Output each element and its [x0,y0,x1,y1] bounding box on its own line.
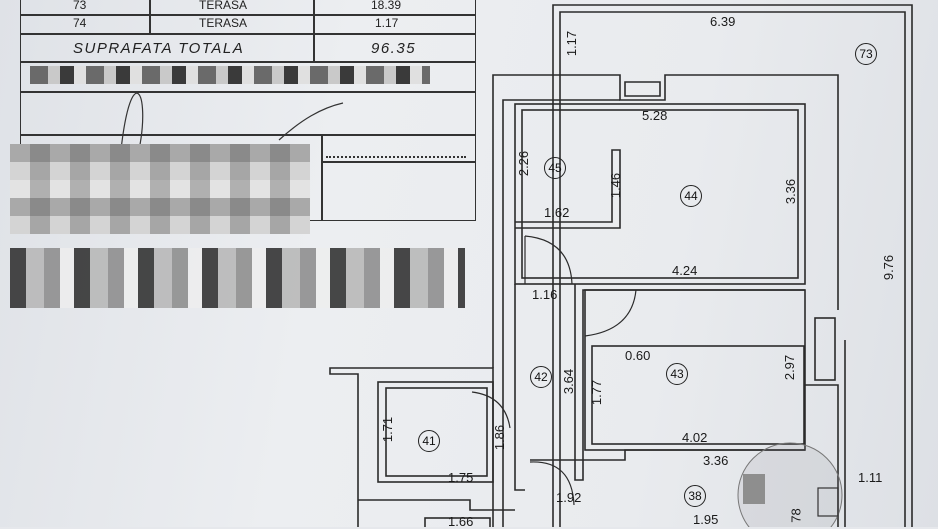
room-43-marker: 43 [666,363,688,385]
dimension-label: 1.95 [693,512,719,527]
dimension-label: 1.11 [858,470,883,485]
table-row: 73 TERASA 18.39 [21,0,475,14]
room-44-marker: 44 [680,185,702,207]
room-41-marker: 41 [418,430,440,452]
dimension-label: 2.97 [782,354,798,381]
room-45-marker: 45 [544,157,566,179]
dimension-label: 4.24 [672,263,698,278]
row-number: 73 [73,0,87,12]
row-name: TERASA [199,16,248,30]
total-row: SUPRAFATA TOTALA 96.35 [21,40,475,60]
redacted-text [30,66,430,84]
dimension-label: 1.71 [380,416,396,443]
signature-line [326,156,466,158]
redacted-block [10,248,465,308]
dimension-label: 78 [788,508,804,523]
row-name: TERASA [199,0,248,12]
table-row: 74 TERASA 1.17 [21,16,475,32]
dimension-label: 1.86 [492,424,508,451]
dimension-label: 3.64 [561,368,577,395]
area-table: 73 TERASA 18.39 74 TERASA 1.17 SUPRAFATA… [20,0,476,221]
signature-stroke [120,92,344,151]
row-area: 18.39 [371,0,402,12]
redacted-stamp-text [743,474,765,504]
dimension-label: 2.26 [516,150,532,177]
dimension-label: 1.92 [556,490,582,505]
dimension-label: 0.60 [625,348,651,363]
total-value: 96.35 [371,40,417,57]
room-38-marker: 38 [684,485,706,507]
dimension-label: 9.76 [881,254,897,281]
dimension-label: 1.17 [564,30,580,57]
dimension-label: 6.39 [710,14,736,29]
dimension-label: 1.46 [608,172,624,199]
dimension-label: 1.66 [448,514,474,529]
row-number: 74 [73,16,87,30]
dimension-label: 1.75 [448,470,474,485]
total-label: SUPRAFATA TOTALA [73,40,245,57]
row-area: 1.17 [375,16,399,30]
dimension-label: 5.28 [642,108,668,123]
dimension-label: 1.62 [544,205,570,220]
dimension-label: 4.02 [682,430,708,445]
stamp [737,442,843,527]
room-73-marker: 73 [855,43,877,65]
dimension-label: 1.16 [532,287,558,302]
dimension-label: 1.77 [589,379,605,406]
dimension-label: 3.36 [703,453,729,468]
room-42-marker: 42 [530,366,552,388]
redacted-block [10,144,310,234]
dimension-label: 3.36 [783,178,799,205]
